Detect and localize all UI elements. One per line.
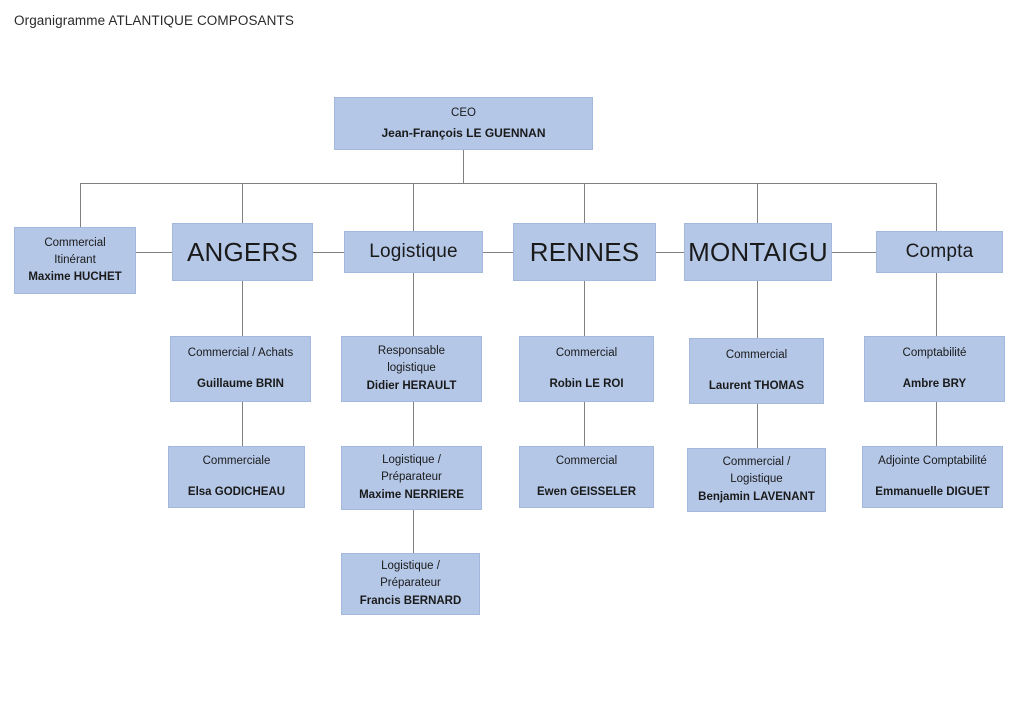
node-ambre-bry[interactable]: Comptabilité Ambre BRY (864, 336, 1005, 402)
node-compta-role: Compta (905, 240, 974, 262)
connector-compta-bry (936, 273, 937, 336)
node-compta[interactable]: Compta (876, 231, 1003, 273)
connector-rennes-montaigu (656, 252, 684, 253)
node-maxime-nerriere[interactable]: Logistique / Préparateur Maxime NERRIERE (341, 446, 482, 510)
page-title: Organigramme ATLANTIQUE COMPOSANTS (14, 13, 294, 28)
node-logistique[interactable]: Logistique (344, 231, 483, 273)
connector-ceo-stem (463, 150, 464, 183)
connector-logistique-rennes (483, 252, 513, 253)
node-guillaume-brin-person: Guillaume BRIN (197, 377, 284, 390)
node-francis-bernard-role: Logistique / Préparateur (380, 560, 441, 590)
node-emmanuelle-diguet-role: Adjointe Comptabilité (878, 455, 987, 468)
node-angers[interactable]: ANGERS (172, 223, 313, 281)
connector-logistique-herault (413, 273, 414, 336)
node-benjamin-lavenant-role: Commercial / Logistique (722, 456, 791, 486)
connector-drop-angers (242, 183, 243, 223)
node-rennes-role: RENNES (529, 236, 640, 267)
connector-drop-montaigu (757, 183, 758, 223)
node-emmanuelle-diguet-person: Emmanuelle DIGUET (875, 485, 990, 498)
connector-angers-logistique (313, 252, 344, 253)
node-angers-role: ANGERS (186, 236, 298, 267)
node-robin-le-roi-person: Robin LE ROI (549, 377, 624, 390)
node-montaigu[interactable]: MONTAIGU (684, 223, 832, 281)
node-ambre-bry-person: Ambre BRY (902, 377, 967, 390)
node-logistique-role: Logistique (369, 240, 458, 262)
connector-drop-logistique (413, 183, 414, 231)
connector-drop-rennes (584, 183, 585, 223)
connector-level1-bus (80, 183, 937, 184)
node-commercial-itinerant[interactable]: Commercial Itinérant Maxime HUCHET (14, 227, 136, 294)
node-benjamin-lavenant-person: Benjamin LAVENANT (698, 490, 815, 503)
node-francis-bernard[interactable]: Logistique / Préparateur Francis BERNARD (341, 553, 480, 615)
node-laurent-thomas-role: Commercial (725, 349, 788, 362)
node-laurent-thomas[interactable]: Commercial Laurent THOMAS (689, 338, 824, 404)
connector-montaigu-compta (832, 252, 876, 253)
node-didier-herault[interactable]: Responsable logistique Didier HERAULT (341, 336, 482, 402)
node-didier-herault-role: Responsable logistique (377, 345, 446, 375)
connector-rennes-leroi (584, 281, 585, 336)
node-elsa-godicheau-role: Commerciale (202, 455, 271, 468)
node-ewen-geisseler[interactable]: Commercial Ewen GEISSELER (519, 446, 654, 508)
connector-leroi-geisseler (584, 402, 585, 446)
node-ceo-role: CEO (451, 106, 476, 119)
connector-montaigu-thomas (757, 281, 758, 338)
node-elsa-godicheau[interactable]: Commerciale Elsa GODICHEAU (168, 446, 305, 508)
node-elsa-godicheau-person: Elsa GODICHEAU (187, 485, 286, 498)
node-maxime-nerriere-person: Maxime NERRIERE (359, 488, 464, 501)
node-rennes[interactable]: RENNES (513, 223, 656, 281)
node-guillaume-brin[interactable]: Commercial / Achats Guillaume BRIN (170, 336, 311, 402)
node-emmanuelle-diguet[interactable]: Adjointe Comptabilité Emmanuelle DIGUET (862, 446, 1003, 508)
connector-drop-itinerant (80, 183, 81, 227)
connector-angers-brin (242, 281, 243, 336)
connector-thomas-lavenant (757, 404, 758, 448)
node-benjamin-lavenant[interactable]: Commercial / Logistique Benjamin LAVENAN… (687, 448, 826, 512)
connector-bry-diguet (936, 402, 937, 446)
node-maxime-nerriere-role: Logistique / Préparateur (381, 454, 442, 484)
node-commercial-itinerant-person: Maxime HUCHET (28, 271, 122, 284)
connector-itinerant-angers (136, 252, 172, 253)
node-robin-le-roi-role: Commercial (555, 347, 618, 360)
node-ceo-person: Jean-François LE GUENNAN (381, 126, 546, 141)
node-ewen-geisseler-person: Ewen GEISSELER (536, 485, 637, 498)
node-ewen-geisseler-role: Commercial (555, 455, 618, 468)
node-francis-bernard-person: Francis BERNARD (359, 594, 462, 607)
node-montaigu-role: MONTAIGU (688, 236, 828, 267)
node-didier-herault-person: Didier HERAULT (366, 379, 457, 392)
node-laurent-thomas-person: Laurent THOMAS (708, 379, 805, 392)
node-ambre-bry-role: Comptabilité (902, 347, 967, 360)
connector-drop-compta (936, 183, 937, 231)
node-robin-le-roi[interactable]: Commercial Robin LE ROI (519, 336, 654, 402)
connector-brin-godicheau (242, 402, 243, 446)
node-guillaume-brin-role: Commercial / Achats (187, 347, 294, 360)
node-commercial-itinerant-role: Commercial Itinérant (44, 236, 106, 266)
connector-nerriere-bernard (413, 510, 414, 553)
connector-herault-nerriere (413, 402, 414, 446)
node-ceo[interactable]: CEO Jean-François LE GUENNAN (334, 97, 593, 150)
